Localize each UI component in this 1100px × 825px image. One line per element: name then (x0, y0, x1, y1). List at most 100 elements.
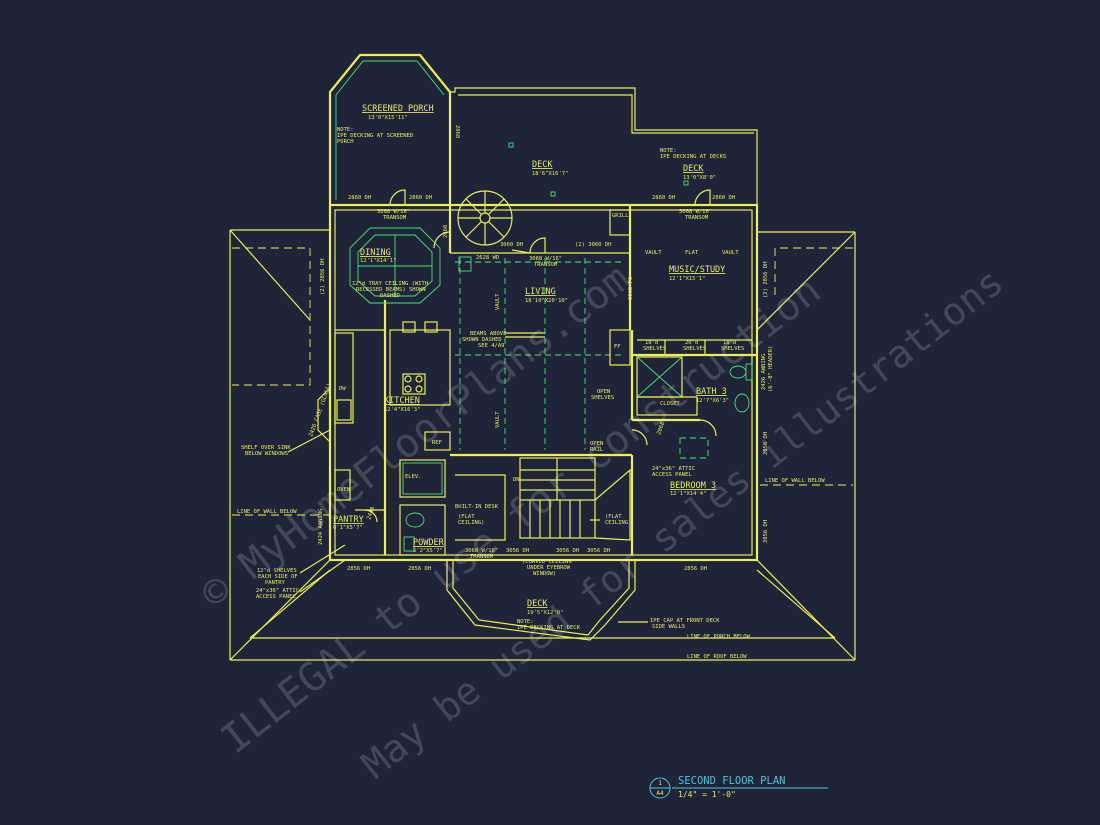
deck-front-name: DECK (527, 599, 548, 609)
vault-living-1: VAULT (495, 293, 501, 310)
deck-note-1: NOTE: (660, 148, 677, 154)
porch-name: SCREENED PORCH (362, 104, 434, 114)
front-deck-note-2: IPE DECKING AT DECK (517, 625, 581, 631)
dining-tray-ceiling (349, 227, 441, 304)
beams-above-3: SEE 4/A9 (478, 343, 505, 349)
watermark-line-1: © MyHomeFloorPlans.com (193, 255, 639, 617)
deck-posts (458, 142, 689, 272)
vault-living-2: VAULT (495, 411, 501, 428)
porch-note-1: NOTE: (337, 127, 354, 133)
bath-closet-fixtures (609, 209, 753, 459)
title-block: 1 A4 SECOND FLOOR PLAN 1/4" = 1'-0" (649, 775, 828, 799)
svg-text:2856 DH: 2856 DH (347, 566, 370, 572)
elev-label: ELEV. (405, 474, 422, 480)
kitchen-fixtures (317, 321, 451, 501)
window-labels: 2860 DH 2860 DH 3068 W/16" TRANSOM 2860 … (320, 125, 769, 572)
dw-label: DW (339, 386, 346, 392)
dining-size: 12'1"X14'1" (360, 258, 396, 264)
svg-text:2868: 2868 (656, 421, 666, 436)
svg-text:2860 DH: 2860 DH (712, 195, 735, 201)
beams-above-1: BEAMS ABOVE (470, 331, 506, 337)
svg-text:(2) 2856 DH: (2) 2856 DH (320, 259, 326, 295)
curved-ceiling-2: UNDER EYEBROW (527, 565, 571, 571)
front-deck-note-1: NOTE: (517, 619, 534, 625)
pantry-shelves-1: 12"d SHELVES (257, 568, 297, 574)
line-wall-right: LINE OF WALL BELOW (765, 478, 825, 484)
bedroom3-size: 12'1"X14'4" (670, 491, 706, 497)
deck-front-size: 19'5"X12'0" (527, 610, 563, 616)
ff-label: FF (614, 344, 621, 350)
porch-note-3: PORCH (337, 139, 354, 145)
deck-top-outline (450, 87, 758, 205)
title-sheet: A4 (656, 790, 664, 797)
elevator-pantry-powder (355, 459, 446, 556)
roof-outline (229, 229, 856, 661)
grill-label: GRILL (612, 213, 629, 219)
svg-text:3056 DH: 3056 DH (587, 548, 610, 554)
pantry-shelves-2: EACH SIDE OF (258, 574, 298, 580)
music-name: MUSIC/STUDY (669, 265, 725, 275)
svg-text:TRANSOM: TRANSOM (534, 262, 558, 268)
svg-text:3068 W/16": 3068 W/16" (529, 256, 562, 262)
oven-label: OVEN (337, 487, 350, 493)
svg-text:3068 W/16": 3068 W/16" (377, 209, 410, 215)
svg-text:2856 DH: 2856 DH (763, 520, 769, 543)
line-roof: LINE OF ROOF BELOW (687, 654, 747, 660)
tray-ceiling-1: 12"d TRAY CEILING (WITH (352, 281, 428, 287)
bath3-name: BATH 3 (696, 387, 727, 397)
awning-1: 2426 AWNING (761, 354, 767, 390)
svg-text:(2) 2856 DH: (2) 2856 DH (763, 262, 769, 298)
ipe-cap-1: IPE CAP AT FRONT DECK (650, 618, 720, 624)
front-deck-outline (446, 560, 636, 641)
svg-text:3056 DH: 3056 DH (556, 548, 579, 554)
svg-text:2860 DH: 2860 DH (409, 195, 432, 201)
deck-right-name: DECK (683, 164, 704, 174)
deck-note-2: IPE DECKING AT DECKS (660, 154, 726, 160)
svg-text:3068 PC: 3068 PC (628, 277, 634, 300)
ipe-cap-2: SIDE WALLS (652, 624, 685, 630)
svg-text:2856 DH: 2856 DH (408, 566, 431, 572)
shelf-c-2: SHELVES (721, 346, 744, 352)
svg-text:2856 DH: 2856 DH (684, 566, 707, 572)
vault-1: VAULT (645, 250, 662, 256)
svg-text:TRANSOM: TRANSOM (383, 215, 407, 221)
kitchen-name: KITCHEN (384, 396, 420, 406)
flat-ceiling-l-1: (FLAT (458, 514, 475, 520)
ref-label: REF (432, 440, 442, 446)
flat-ceiling-r-1: (FLAT (605, 514, 622, 520)
svg-text:2448: 2448 (366, 506, 376, 521)
attic-left-2: ACCESS PANEL (256, 594, 296, 600)
shelf-c-1: 18"d (723, 340, 736, 346)
music-size: 12'1"X15'1" (669, 276, 705, 282)
powder-name: POWDER (413, 538, 445, 548)
tray-ceiling-2: RECESSED BEAMS) SHOWN (356, 287, 426, 293)
svg-text:TRANSOM: TRANSOM (470, 554, 494, 560)
deck-right-size: 13'0"X8'0" (683, 175, 716, 181)
porch-note-2: IPE DECKING AT SCREENED (337, 133, 413, 139)
main-house-walls (328, 203, 759, 562)
built-in-desk: BUILT-IN DESK (455, 504, 499, 510)
porch-size: 13'0"X15'11" (368, 115, 408, 121)
pantry-name: PANTRY (333, 515, 364, 525)
awning-2: (6'-8" HEADER) (768, 346, 774, 392)
flat-ceiling-r-2: CEILING) (605, 520, 632, 526)
shelf-a-1: 18"d (645, 340, 658, 346)
watermark-line-3: May be used for sales illustrations (353, 259, 1011, 787)
screened-porch-walls (328, 53, 452, 205)
svg-text:3056 DH: 3056 DH (506, 548, 529, 554)
line-porch: LINE OF PORCH BELOW (687, 634, 751, 640)
flat-ceiling-l-2: CEILING) (458, 520, 485, 526)
open-rail-2: RAIL (590, 447, 604, 453)
dining-name: DINING (360, 248, 391, 258)
shelf-sink-2: BELOW WINDOWS (245, 451, 288, 457)
svg-text:3068 W/16": 3068 W/16" (679, 209, 712, 215)
shelf-b-2: SHELVES (683, 346, 706, 352)
living-beams (455, 258, 625, 450)
room-labels: SCREENED PORCH 13'0"X15'11" DECK 18'6"X1… (333, 104, 729, 616)
open-shelves-2: SHELVES (591, 395, 614, 401)
deck-top-size: 18'6"X16'7" (532, 171, 568, 177)
deck-top-name: DECK (532, 160, 553, 170)
open-shelves-1: OPEN (597, 389, 610, 395)
powder-size: 5'2"X5'7" (413, 548, 443, 554)
